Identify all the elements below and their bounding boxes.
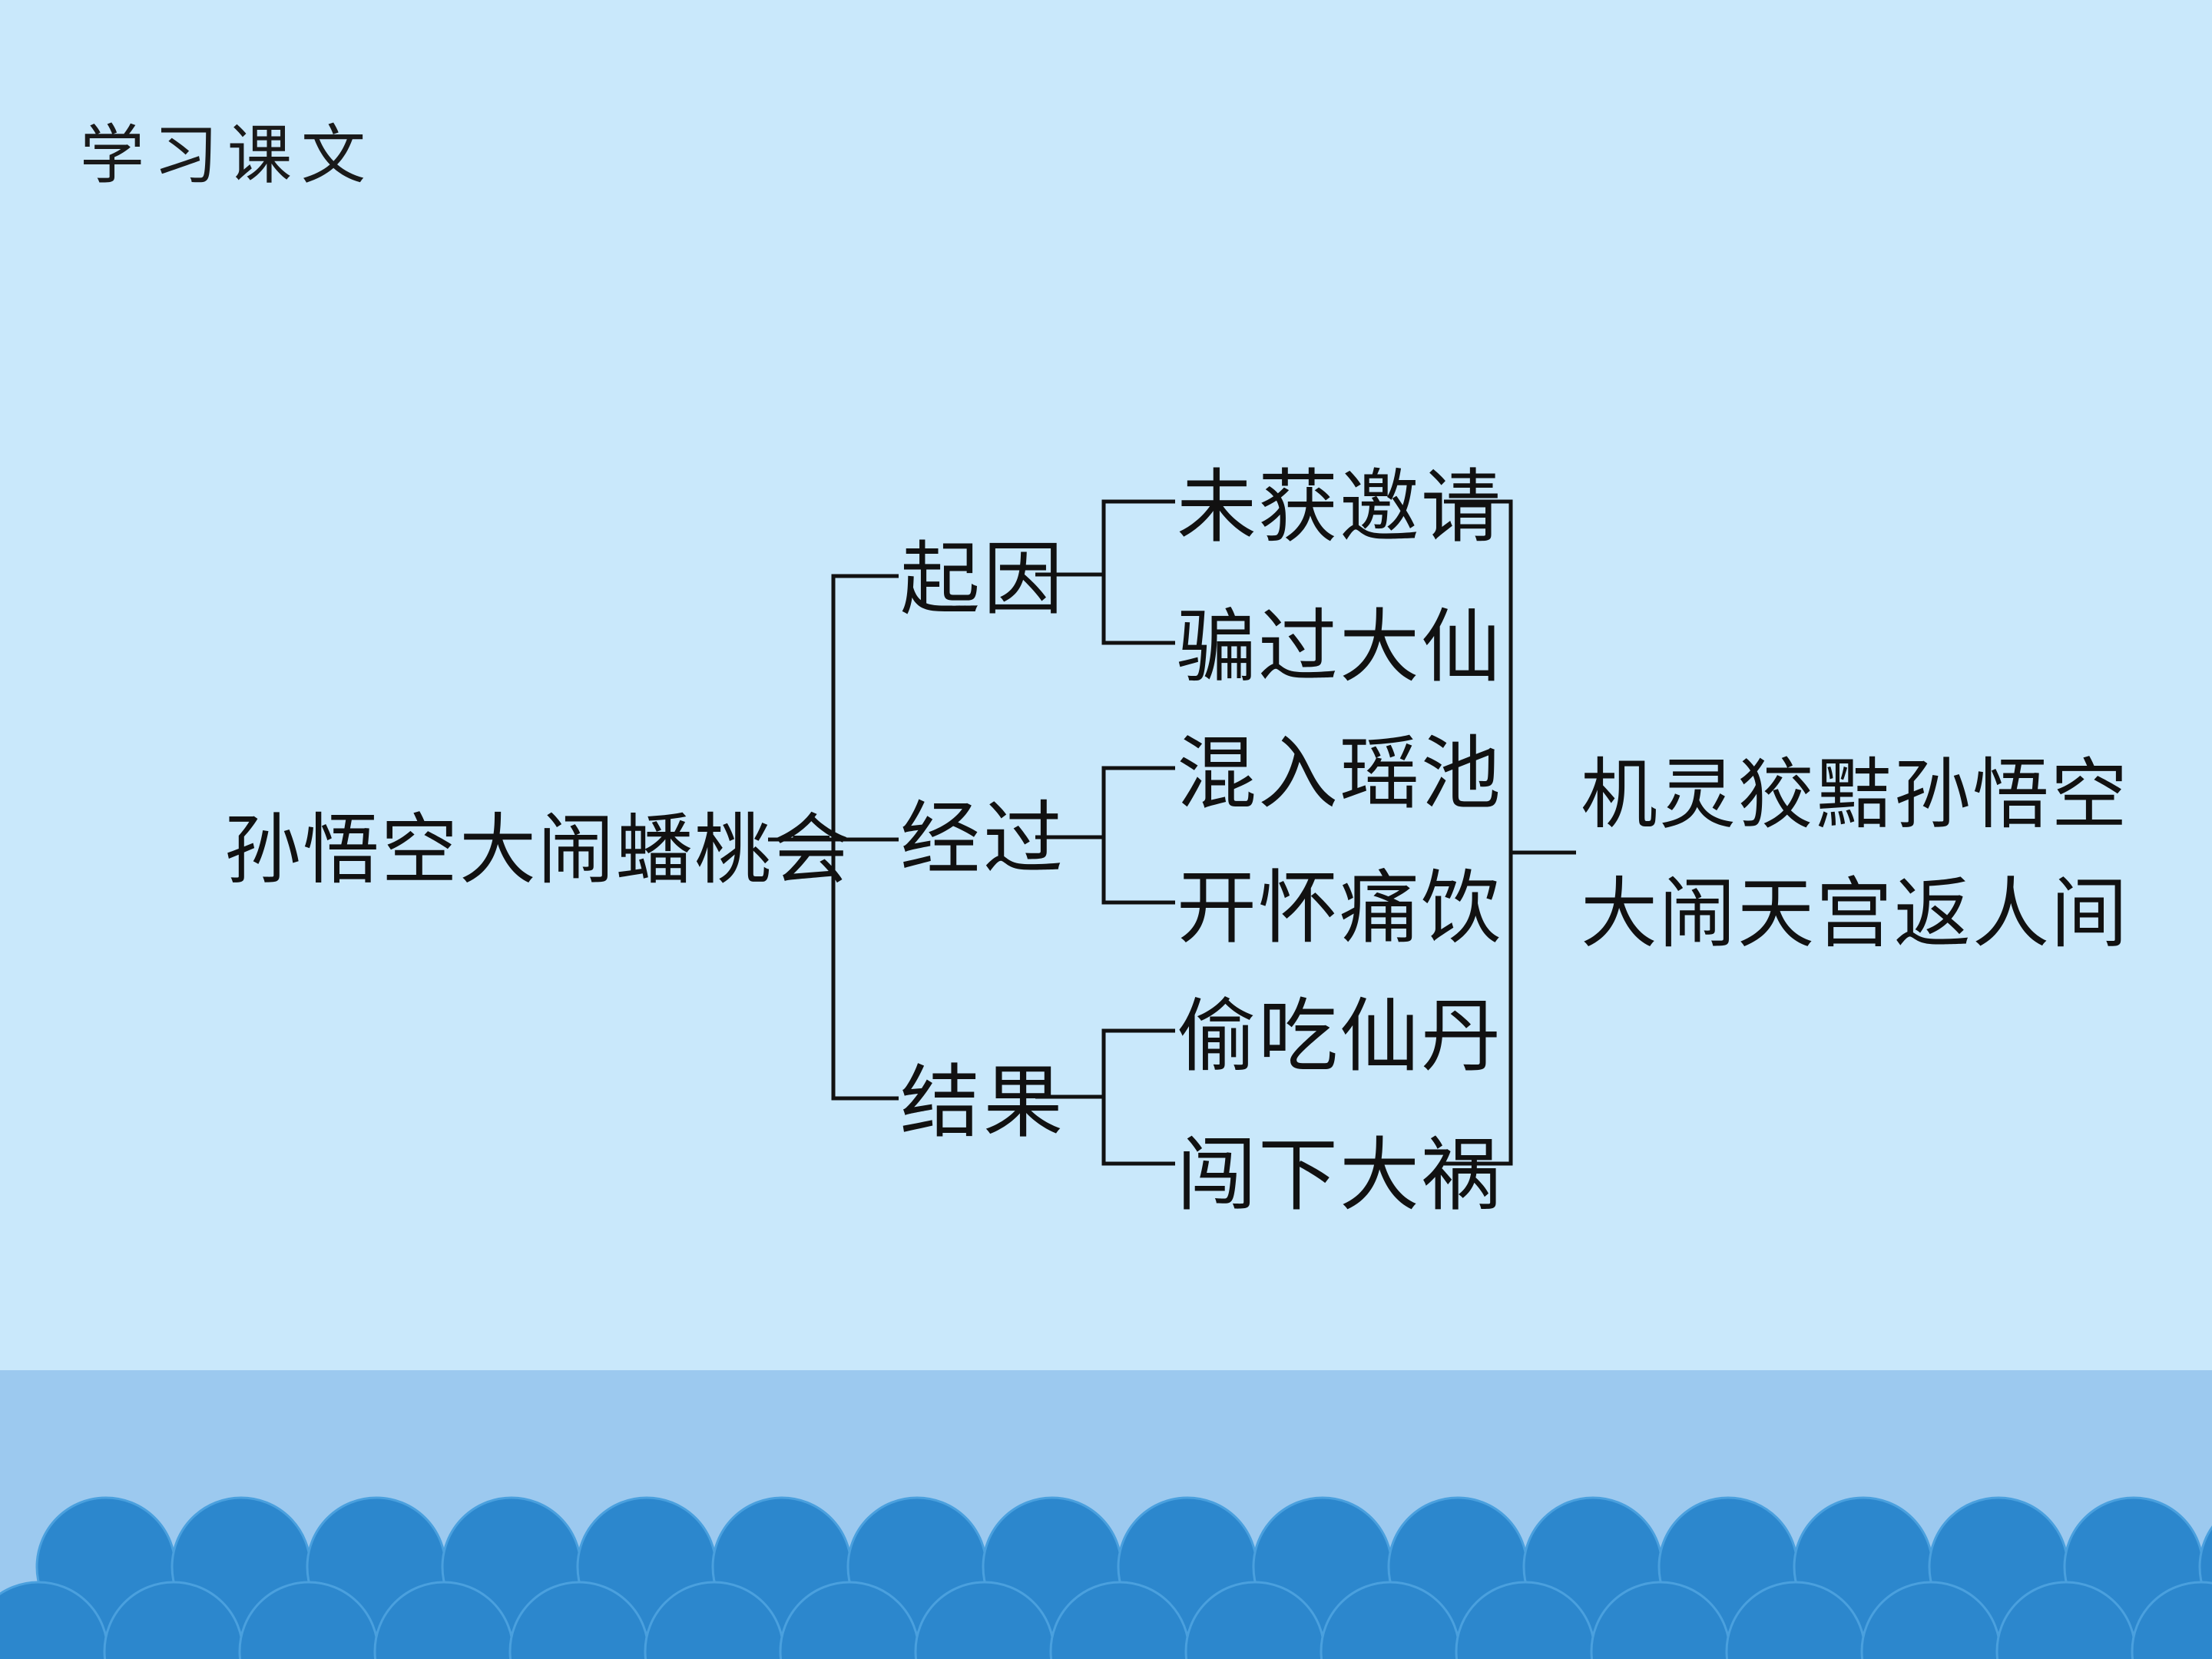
stage-item: 闯下大祸: [1177, 1128, 1503, 1222]
diagram-root: 孙悟空大闹蟠桃会: [224, 805, 851, 895]
stage-label: 结果: [900, 1055, 1067, 1149]
stage-item: 未获邀请: [1177, 460, 1503, 554]
summary-line: 机灵狡黠孙悟空: [1581, 750, 2129, 839]
stage-item: 偷吃仙丹: [1177, 989, 1503, 1083]
summary-bracket: [1444, 499, 1513, 1166]
stage-item: 骗过大仙: [1177, 600, 1503, 694]
stage-item: 混入瑶池: [1177, 727, 1503, 820]
stage-label: 起因: [900, 532, 1067, 626]
summary-line: 大闹天宫返人间: [1581, 869, 2129, 959]
wave-decoration: [0, 1496, 2212, 1659]
stage-label: 经过: [900, 792, 1067, 886]
stage-bracket: [831, 574, 899, 1101]
stage-item: 开怀痛饮: [1177, 861, 1503, 955]
page-title: 学习课文: [80, 118, 376, 193]
wave-scallop: [2131, 1581, 2212, 1659]
